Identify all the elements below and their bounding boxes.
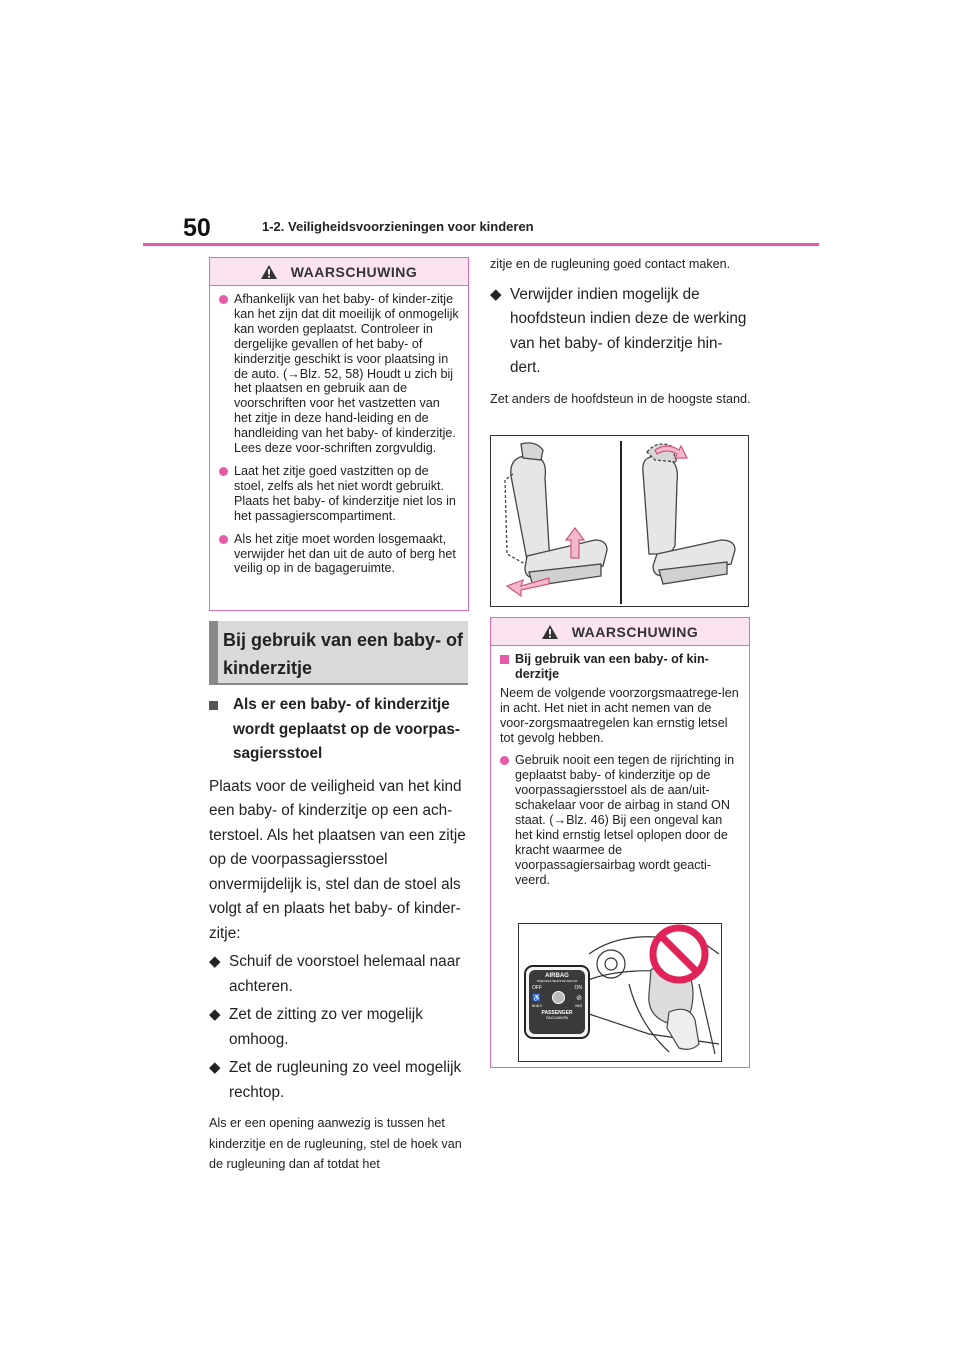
note-paragraph: Zet anders de hoofdsteun in de hoogste s…	[490, 391, 751, 406]
warning-item: Gebruik nooit een tegen de rijrichting i…	[500, 753, 740, 887]
diamond-bullet-icon: ◆	[209, 1006, 221, 1023]
note-continuation: zitje en de rugleuning goed contact make…	[490, 257, 731, 271]
diamond-bullet-icon: ◆	[209, 1059, 221, 1076]
note-paragraph: Als er een opening aanwezig is tussen he…	[209, 1116, 462, 1171]
warning-title: WAARSCHUWING	[290, 263, 418, 280]
warning-header: WAARSCHUWING	[491, 618, 749, 646]
warning-item: Afhankelijk van het baby- of kinder-zitj…	[219, 292, 459, 456]
square-marker-icon	[500, 655, 509, 664]
diamond-bullet-icon: ◆	[490, 285, 502, 303]
warning-box-2: WAARSCHUWING Bij gebruik van een baby- o…	[490, 617, 750, 1068]
seat-illustration	[504, 441, 736, 604]
child-seat-icon: ♿	[532, 994, 541, 1002]
airbag-off-label: OFF	[532, 985, 542, 991]
bullet-dot-icon	[219, 534, 228, 544]
warning-item: Laat het zitje goed vastzitten op de sto…	[219, 464, 459, 524]
warning-title: WAARSCHUWING	[571, 623, 699, 640]
airbag-panel-labels: AIRBAG ПОДУШКА БЕЗОПАСНОСТИ OFF ON ♿ ⊘ В…	[529, 970, 585, 1034]
list-item: ◆ Zet de zitting zo ver mogelijk omhoog.	[209, 1003, 471, 1052]
airbag-on-label-ru: ВКЛ	[575, 1004, 582, 1008]
header-rule	[143, 243, 819, 246]
airbag-key-switch-icon	[551, 991, 565, 1004]
bullet-dot-icon	[219, 295, 228, 304]
airbag-passenger-label-ru: ПАССАЖИРА	[545, 1016, 569, 1020]
intro-paragraph: Plaats voor de veiligheid van het kind e…	[209, 777, 466, 942]
warning-item: Als het zitje moet worden losgemaakt, ve…	[219, 532, 459, 577]
right-column: zitje en de rugleuning goed contact make…	[490, 254, 752, 411]
warning-body: Afhankelijk van het baby- of kinder-zitj…	[210, 286, 468, 576]
warning-header: WAARSCHUWING	[210, 258, 468, 286]
warning-triangle-icon	[541, 624, 558, 639]
no-child-seat-icon: ⊘	[576, 994, 582, 1002]
topic-heading: Als er een baby- of kinderzitje wordt ge…	[209, 693, 471, 767]
warning-intro: Neem de volgende voorzorgsmaatrege-len i…	[500, 685, 739, 745]
diamond-bullet-icon: ◆	[209, 953, 221, 970]
airbag-passenger-label: PASSENGER	[541, 1010, 573, 1016]
airbag-warning-figure: AIRBAG ПОДУШКА БЕЗОПАСНОСТИ OFF ON ♿ ⊘ В…	[518, 923, 722, 1062]
warning-box-1: WAARSCHUWING Afhankelijk van het baby- o…	[209, 257, 469, 611]
airbag-label-ru: ПОДУШКА БЕЗОПАСНОСТИ	[536, 979, 578, 983]
section-title: 1-2. Veiligheidsvoorzieningen voor kinde…	[262, 219, 534, 234]
bullet-dot-icon	[500, 756, 509, 766]
seat-adjustment-figure	[490, 435, 749, 607]
bullet-dot-icon	[219, 466, 228, 476]
airbag-illustration	[524, 924, 720, 1055]
page-number: 50	[183, 214, 211, 242]
list-item: ◆ Verwijder indien mogelijk de hoofdsteu…	[490, 283, 752, 381]
airbag-label: AIRBAG	[545, 973, 569, 979]
warning-subheading: Bij gebruik van een baby- of kin-derzitj…	[500, 652, 740, 682]
airbag-off-label-ru: ВЫКЛ	[532, 1004, 542, 1008]
warning-triangle-icon	[260, 264, 277, 279]
subsection-heading: Bij gebruik van een baby- of kinderzitje	[209, 621, 468, 685]
list-item: ◆ Zet de rugleuning zo veel mogelijk rec…	[209, 1056, 471, 1105]
list-item: ◆ Schuif de voorstoel helemaal naar acht…	[209, 950, 471, 999]
airbag-on-label: ON	[574, 985, 583, 991]
left-column: Als er een baby- of kinderzitje wordt ge…	[209, 693, 471, 1177]
square-marker-icon	[209, 701, 218, 710]
warning-body: Bij gebruik van een baby- of kin-derzitj…	[491, 646, 749, 888]
